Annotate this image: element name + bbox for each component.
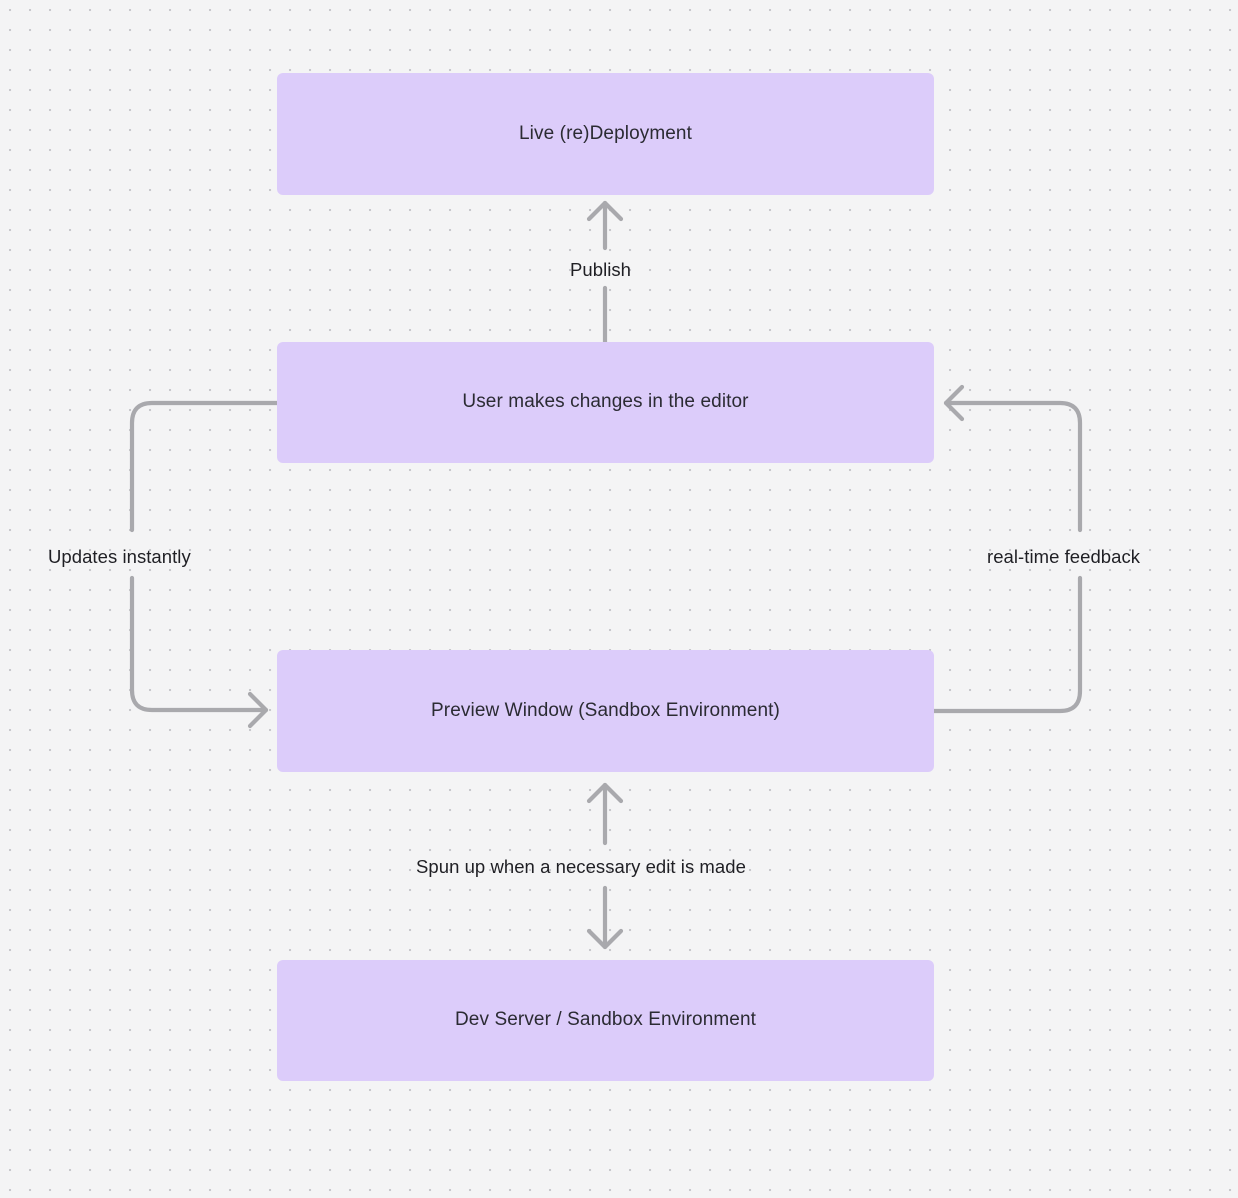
node-label: Live (re)Deployment	[519, 122, 692, 144]
edge-label-spun-up[interactable]: Spun up when a necessary edit is made	[416, 856, 746, 877]
edge-label-publish[interactable]: Publish	[570, 259, 632, 280]
edge-updates-instantly	[129, 400, 280, 729]
edge-label-real-time-feedback[interactable]: real-time feedback	[987, 546, 1141, 567]
node-label: Dev Server / Sandbox Environment	[454, 1009, 756, 1031]
node-dev-server[interactable]: Dev Server / Sandbox Environment	[277, 960, 934, 1081]
node-preview-window[interactable]: Preview Window (Sandbox Environment)	[277, 650, 934, 772]
node-label: User makes changes in the editor	[462, 391, 749, 413]
edge-real-time-feedback	[931, 384, 1083, 714]
edge-publish	[586, 200, 624, 345]
edge-spun-up	[586, 782, 624, 950]
node-label: Preview Window (Sandbox Environment)	[431, 699, 780, 721]
node-user-makes-changes[interactable]: User makes changes in the editor	[277, 342, 934, 463]
node-live-deployment[interactable]: Live (re)Deployment	[277, 73, 934, 195]
edge-label-updates-instantly[interactable]: Updates instantly	[48, 546, 191, 567]
